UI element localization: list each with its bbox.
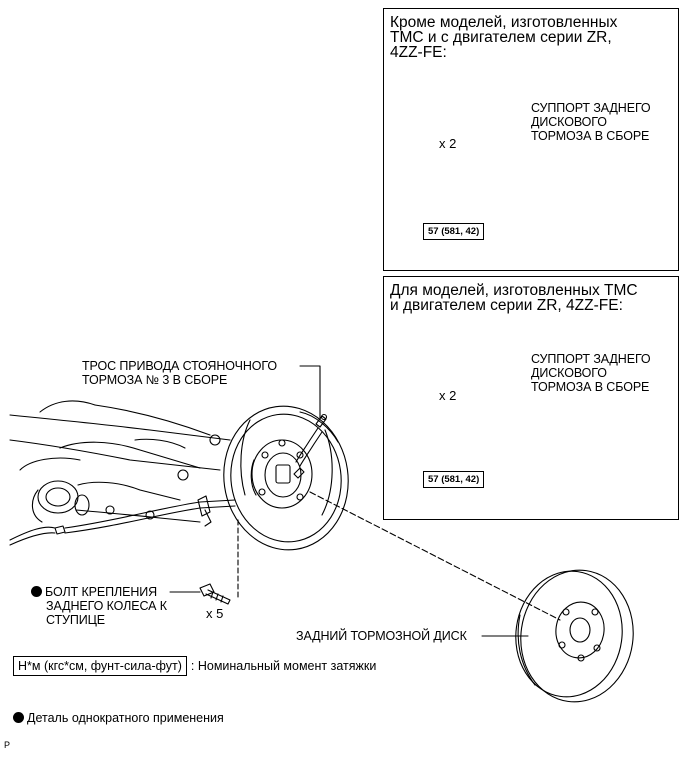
torque-value-bottom: 57 (581, 42) bbox=[423, 471, 485, 488]
parking-cable-label: ТРОС ПРИВОДА СТОЯНОЧНОГО ТОРМОЗА № 3 В С… bbox=[82, 359, 277, 387]
backing-plate-drawing bbox=[223, 405, 349, 551]
torque-unit-box: Н*м (кгс*см, фунт-сила-фут) bbox=[13, 656, 187, 676]
single-use-dot-icon bbox=[31, 586, 42, 597]
parking-cable-drawing bbox=[293, 413, 328, 479]
hub-bolt-label: БОЛТ КРЕПЛЕНИЯ ЗАДНЕГО КОЛЕСА К СТУПИЦЕ bbox=[31, 585, 167, 627]
torque-legend: Н*м (кгс*см, фунт-сила-фут) : Номинальны… bbox=[13, 656, 376, 676]
bolt-count-bottom: x 2 bbox=[439, 388, 457, 403]
brake-disc-drawing bbox=[515, 569, 634, 703]
caliper-label-bottom: СУППОРТ ЗАДНЕГО ДИСКОВОГО ТОРМОЗА В СБОР… bbox=[531, 352, 651, 394]
caliper-label-top: СУППОРТ ЗАДНЕГО ДИСКОВОГО ТОРМОЗА В СБОР… bbox=[531, 101, 651, 143]
rear-axle-drawing bbox=[9, 400, 236, 546]
bolt-count-top: x 2 bbox=[439, 136, 457, 151]
brake-disc-label: ЗАДНИЙ ТОРМОЗНОЙ ДИСК bbox=[296, 629, 467, 643]
torque-value-top: 57 (581, 42) bbox=[423, 223, 485, 240]
variant-title-top: Кроме моделей, изготовленных TMC и с дви… bbox=[390, 14, 618, 61]
variant-title-bottom: Для моделей, изготовленных TMC и двигате… bbox=[390, 282, 638, 314]
single-use-dot-icon bbox=[13, 712, 24, 723]
hub-bolt-count: x 5 bbox=[206, 606, 224, 621]
variant-box-top: Кроме моделей, изготовленных TMC и с дви… bbox=[383, 8, 679, 271]
hub-bolt-drawing bbox=[199, 583, 231, 605]
corner-mark: P bbox=[4, 740, 11, 750]
variant-box-bottom: Для моделей, изготовленных TMC и двигате… bbox=[383, 276, 679, 520]
single-use-legend: Деталь однократного применения bbox=[13, 710, 224, 726]
torque-legend-text: : Номинальный момент затяжки bbox=[190, 659, 377, 673]
